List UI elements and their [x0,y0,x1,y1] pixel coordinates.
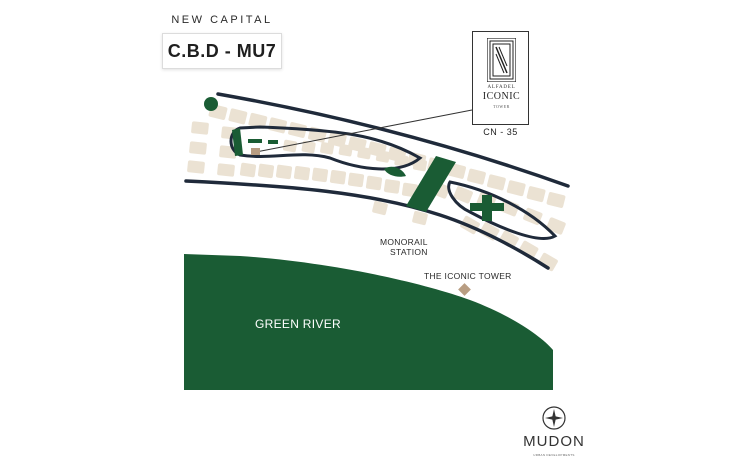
park-diagonal [406,156,456,212]
badge-project-name: ICONIC [482,91,521,102]
building-block [189,141,207,155]
building-block [338,143,353,157]
building-block [412,210,428,226]
building-block [239,162,257,178]
monorail-label-line2: STATION [390,247,428,257]
building-block [372,200,388,216]
building-block [329,169,347,185]
developer-name: MUDON [523,433,585,450]
building-block [487,174,506,191]
building-block [301,140,316,154]
tower-stripes-icon [487,38,516,82]
building-block [217,163,235,177]
zone-title: C.B.D - MU7 [162,33,282,69]
building-blocks [187,104,566,272]
plot-code: CN - 35 [483,127,518,137]
diamond-marker-icon [458,283,471,296]
building-block [375,150,390,163]
road-north [216,92,570,188]
green-river-label: GREEN RIVER [255,317,341,331]
park-strip-2 [268,140,278,144]
green-river [184,254,553,390]
district-label: NEW CAPITAL [171,14,273,26]
iconic-tower-label: THE ICONIC TOWER [424,271,512,281]
compass-rose-icon [542,406,566,430]
building-block [293,165,311,181]
building-block [257,163,275,179]
road-loop [229,125,423,171]
monorail-station-label: MONORAIL STATION [380,237,428,257]
building-block [546,217,566,235]
badge-sub-text: TOWER [493,104,510,109]
building-block [453,186,473,204]
building-block [383,179,401,194]
building-block [268,117,287,134]
badge-small-text: ALFADEL [487,85,516,90]
plot-pointer-line [255,109,473,153]
building-block [347,172,365,188]
building-block [499,199,520,217]
project-badge: ALFADEL ICONIC TOWER [472,31,529,125]
building-block [311,167,329,183]
plot-cn35-marker [251,148,260,155]
park-center [384,166,406,177]
developer-tagline: URBAN DEVELOPMENTS [533,453,575,457]
monorail-label-line1: MONORAIL [380,237,428,247]
building-block [357,146,372,160]
building-block [191,121,209,135]
building-block [248,112,268,129]
building-block [467,168,486,185]
park-cross [470,195,504,221]
park-strip [248,139,262,143]
park-circle [204,97,218,111]
building-block [546,192,566,208]
building-block [228,108,248,125]
park-west [232,128,243,156]
road-east-loop [447,180,558,240]
building-block [526,186,546,203]
green-areas [204,97,504,221]
building-block [320,142,335,155]
building-block [187,160,205,174]
building-block [365,175,383,191]
building-block [506,180,526,197]
building-block [282,139,298,153]
building-block [275,164,293,180]
building-block [394,154,409,167]
